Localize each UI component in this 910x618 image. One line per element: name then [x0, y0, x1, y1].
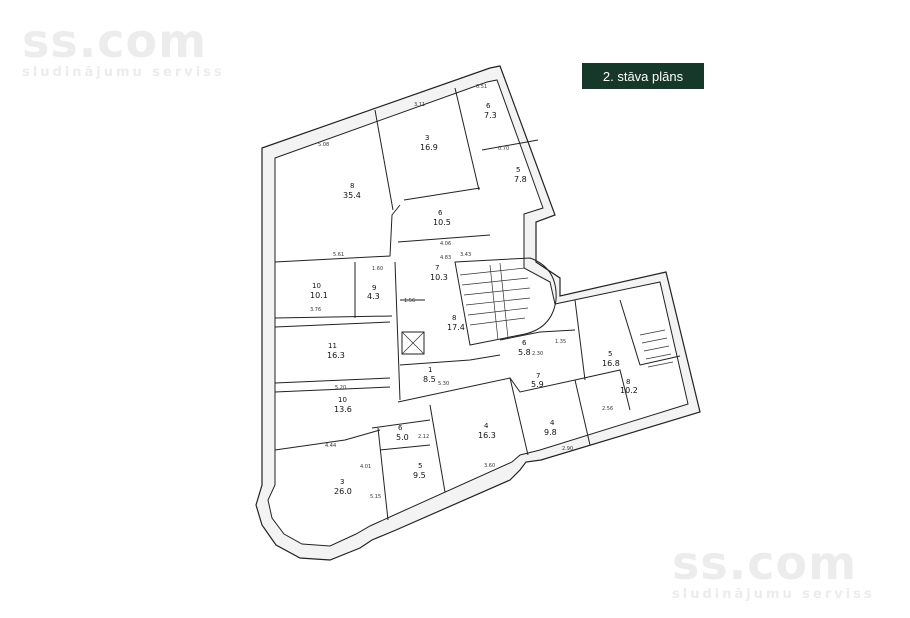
dimension: 1.60	[372, 266, 383, 272]
room-area: 26.0	[334, 487, 352, 496]
room-area: 9.5	[413, 471, 426, 480]
room-area: 10.1	[310, 291, 328, 300]
dimension: 3.11	[414, 102, 425, 108]
room-number: 3	[425, 134, 429, 142]
dimension: 5.08	[318, 142, 329, 148]
room-area: 13.6	[334, 405, 352, 414]
room-number: 10	[312, 282, 321, 290]
staircase	[454, 257, 557, 346]
dimension-labels: 5.08 3.11 0.51 5.61 3.43 3.76 5.20 4.44 …	[310, 84, 613, 500]
room-area: 7.8	[514, 175, 527, 184]
dimension: 3.76	[310, 307, 321, 313]
room-area: 16.3	[327, 351, 345, 360]
room-area: 5.9	[531, 380, 544, 389]
room-area: 7.3	[484, 111, 497, 120]
room-area: 16.8	[602, 359, 620, 368]
dimension: 2.56	[602, 406, 613, 412]
room-number: 8	[626, 378, 630, 386]
room-number: 10	[338, 396, 347, 404]
room-area: 5.0	[396, 433, 409, 442]
room-number: 11	[328, 342, 337, 350]
interior-walls	[274, 87, 681, 521]
dimension: 4.01	[360, 464, 371, 470]
side-staircase	[639, 329, 674, 368]
dimension: 2.12	[418, 434, 429, 440]
dimension: 5.20	[335, 385, 346, 391]
ventilation-shaft	[401, 331, 425, 355]
room-number: 7	[435, 264, 439, 272]
dimension: 4.44	[325, 443, 336, 449]
watermark-bottom: ss.com sludinājumu serviss	[672, 540, 875, 601]
room-area: 17.4	[447, 323, 465, 332]
room-number: 6	[398, 424, 403, 432]
room-area: 9.8	[544, 428, 557, 437]
dimension: 1.35	[555, 339, 566, 345]
dimension: 2.30	[532, 351, 543, 357]
watermark-logo: ss.com	[672, 536, 858, 590]
dimension: 0.51	[476, 84, 487, 90]
dimension: 1.56	[404, 298, 415, 304]
room-number: 5	[516, 166, 520, 174]
dimension: 2.90	[562, 446, 573, 452]
room-number: 4	[484, 422, 489, 430]
floor-plan-title: 2. stāva plāns	[582, 63, 704, 89]
watermark-top: ss.com sludinājumu serviss	[22, 18, 225, 79]
dimension: 3.43	[460, 252, 471, 258]
room-area: 10.2	[620, 386, 638, 395]
room-area: 5.8	[518, 348, 531, 357]
room-area: 4.3	[367, 292, 380, 301]
room-area: 8.5	[423, 375, 436, 384]
room-number: 8	[350, 182, 354, 190]
room-number: 6	[486, 102, 491, 110]
dimension: 4.83	[440, 255, 451, 261]
dimension: 5.15	[370, 494, 381, 500]
room-number: 5	[418, 462, 422, 470]
room-number: 8	[452, 314, 456, 322]
room-number: 1	[428, 366, 432, 374]
watermark-tagline: sludinājumu serviss	[672, 587, 875, 602]
room-labels: 8 35.4 3 16.9 6 7.3 5 7.8 6 10.5 10 10.1…	[310, 102, 638, 496]
room-number: 7	[536, 372, 540, 380]
room-area: 10.5	[433, 218, 451, 227]
room-number: 6	[438, 209, 443, 217]
room-area: 16.9	[420, 143, 438, 152]
dimension: 0.70	[498, 146, 509, 152]
dimension: 4.06	[440, 241, 451, 247]
dimension: 5.61	[333, 252, 344, 258]
watermark-tagline: sludinājumu serviss	[22, 65, 225, 80]
room-number: 9	[372, 284, 376, 292]
dimension: 5.30	[438, 381, 449, 387]
outer-walls	[255, 65, 701, 561]
dimension: 3.60	[484, 463, 495, 469]
room-number: 4	[550, 419, 555, 427]
watermark-logo: ss.com	[22, 14, 208, 68]
floor-plan-title-text: 2. stāva plāns	[602, 68, 684, 84]
room-area: 35.4	[343, 191, 361, 200]
room-number: 5	[608, 350, 612, 358]
room-area: 10.3	[430, 273, 448, 282]
room-number: 6	[522, 339, 527, 347]
room-area: 16.3	[478, 431, 496, 440]
room-number: 3	[340, 478, 344, 486]
